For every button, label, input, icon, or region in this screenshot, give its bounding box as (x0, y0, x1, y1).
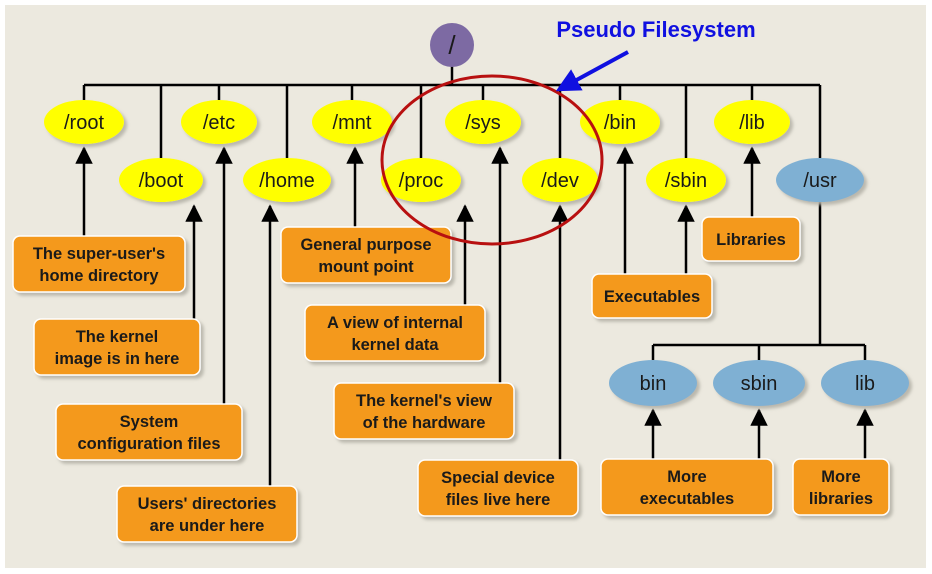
description-text-etc-desc-2: configuration files (77, 435, 220, 453)
description-text-dev-desc-1: Special device (441, 469, 555, 487)
dir-node-home (243, 158, 331, 202)
dir-label-sys: /sys (465, 112, 501, 134)
description-text-boot-desc-2: image is in here (55, 350, 180, 368)
dir-node-usr-sbin (713, 360, 805, 406)
description-text-bin-desc-1: Executables (604, 288, 700, 306)
description-text-etc-desc-1: System (120, 413, 179, 431)
description-text-dev-desc-2: files live here (446, 491, 551, 509)
description-arrows (75, 146, 874, 486)
pseudo-filesystem-arrow (555, 50, 629, 92)
description-text-usr-bin-desc-1: More (667, 468, 706, 486)
description-text-root-desc-1: The super-user's (33, 245, 165, 263)
description-box-mnt-desc (280, 226, 452, 284)
dir-label-usr: /usr (803, 170, 837, 192)
dir-label-bin: /bin (604, 112, 636, 134)
description-box-boot-desc (33, 318, 201, 376)
description-text-usr-bin-desc-2: executables (640, 490, 734, 508)
description-text-lib-desc-1: Libraries (716, 231, 786, 249)
description-box-etc-desc (55, 403, 243, 461)
dir-node-bin (580, 100, 660, 144)
description-text-root-desc-2: home directory (39, 267, 159, 285)
description-text-home-desc-2: are under here (150, 517, 265, 535)
dir-node-sbin (646, 158, 726, 202)
description-text-proc-desc-2: kernel data (351, 336, 439, 354)
dir-label-sbin: /sbin (665, 170, 707, 192)
description-box-proc-desc (304, 304, 486, 362)
dir-node-boot (119, 158, 203, 202)
dir-label-etc: /etc (203, 112, 235, 134)
dir-node-etc (181, 100, 257, 144)
dir-label-home: /home (259, 170, 315, 192)
dir-node-usr-bin (609, 360, 697, 406)
dir-label-dev: /dev (541, 170, 579, 192)
dir-node-sys (445, 100, 521, 144)
dir-node-usr-lib (821, 360, 909, 406)
dir-label-usr-lib: lib (855, 373, 875, 395)
dir-label-root: /root (64, 112, 104, 134)
description-text-proc-desc-1: A view of internal (327, 314, 463, 332)
description-text-mnt-desc-2: mount point (318, 258, 414, 276)
dir-node-mnt (312, 100, 392, 144)
root-directory-label: / (448, 30, 456, 60)
description-box-bin-desc (591, 273, 713, 319)
dir-label-proc: /proc (399, 170, 443, 192)
dir-node-proc (381, 158, 461, 202)
dir-label-mnt: /mnt (333, 112, 372, 134)
description-text-sys-desc-2: of the hardware (363, 414, 486, 432)
description-box-lib-desc (701, 216, 801, 262)
description-box-usr-lib-desc (792, 458, 890, 516)
description-text-mnt-desc-1: General purpose (300, 236, 431, 254)
description-box-root-desc (12, 235, 186, 293)
dir-node-usr (776, 158, 864, 202)
description-text-boot-desc-1: The kernel (76, 328, 159, 346)
dir-label-boot: /boot (139, 170, 184, 192)
description-text-home-desc-1: Users' directories (138, 495, 277, 513)
description-box-sys-desc (333, 382, 515, 440)
dir-node-lib (714, 100, 790, 144)
description-box-dev-desc (417, 459, 579, 517)
pseudo-filesystem-label: Pseudo Filesystem (556, 17, 755, 42)
description-box-usr-bin-desc (600, 458, 774, 516)
dir-node-dev (522, 158, 598, 202)
dir-label-lib: /lib (739, 112, 765, 134)
description-box-home-desc (116, 485, 298, 543)
description-text-usr-lib-desc-2: libraries (809, 490, 873, 508)
dir-node-root (44, 100, 124, 144)
root-directory-node (430, 23, 474, 67)
dir-label-usr-bin: bin (640, 373, 667, 395)
dir-label-usr-sbin: sbin (741, 373, 778, 395)
pseudo-filesystem-ring (380, 74, 604, 246)
description-text-usr-lib-desc-1: More (821, 468, 860, 486)
description-text-sys-desc-1: The kernel's view (356, 392, 492, 410)
